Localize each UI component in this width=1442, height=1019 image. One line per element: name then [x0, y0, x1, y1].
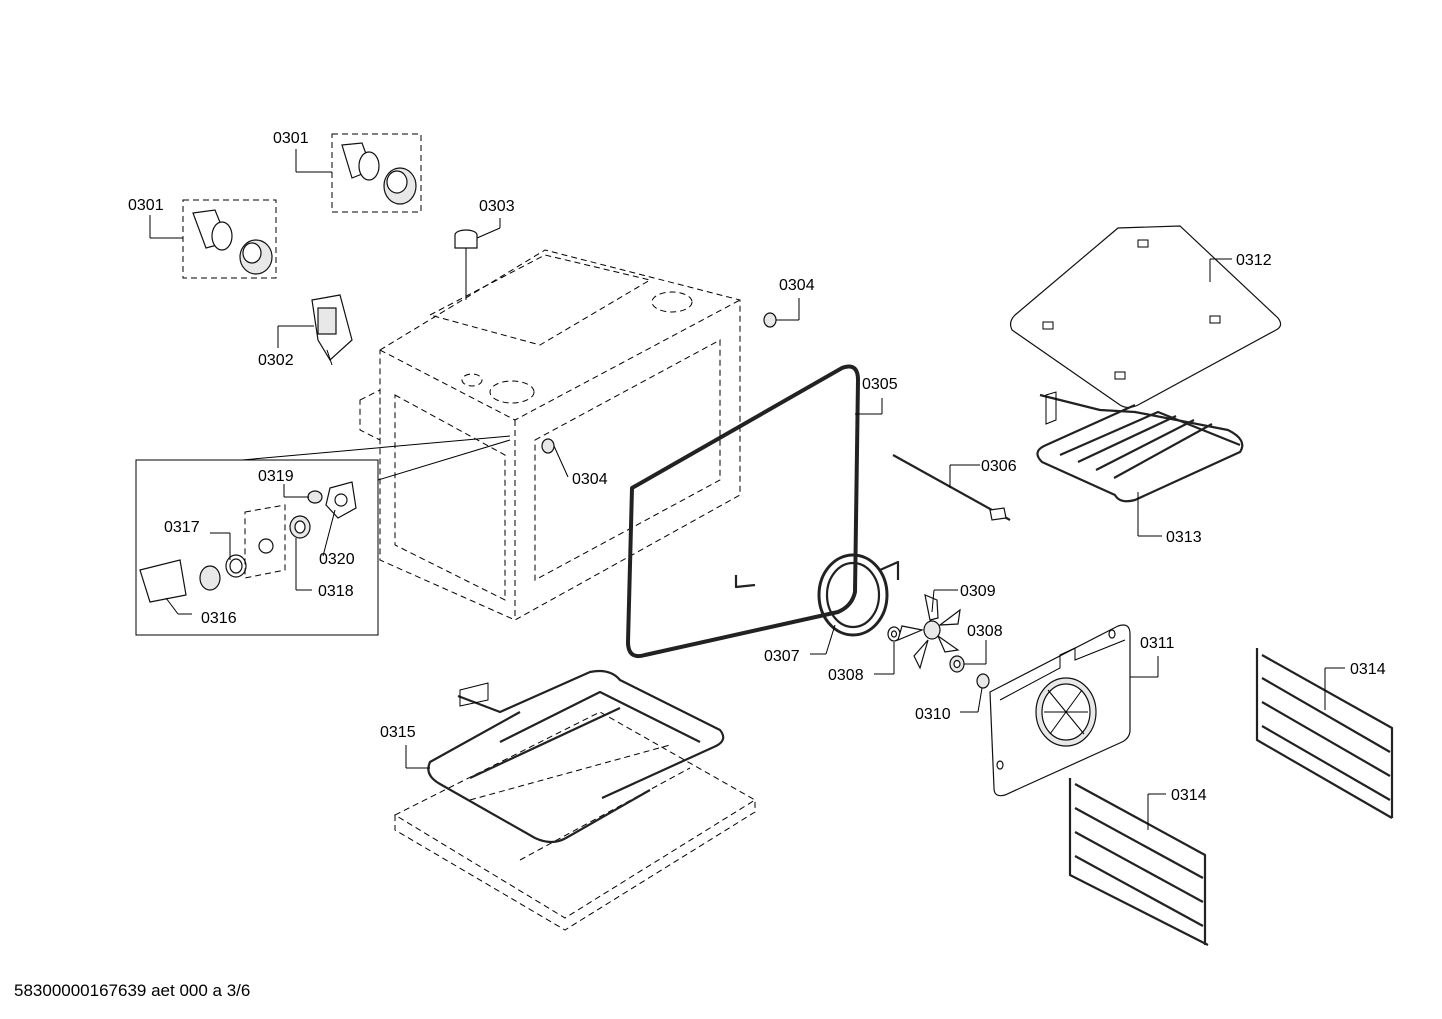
callout-0307: 0307 [764, 648, 800, 665]
bottom-heater-0315 [393, 669, 756, 931]
callout-0313: 0313 [1166, 529, 1202, 546]
callout-0309: 0309 [960, 583, 996, 600]
callout-0310: 0310 [915, 706, 951, 723]
lamp-assembly-left [182, 199, 277, 279]
vent-pipe [454, 229, 478, 249]
lamp-assembly-top [331, 133, 422, 213]
callout-0305: 0305 [862, 376, 898, 393]
callout-0314-bottom: 0314 [1171, 787, 1207, 804]
callout-0308-right: 0308 [967, 623, 1003, 640]
top-heater-0313 [1036, 391, 1244, 503]
side-rack-0314-left [1068, 778, 1209, 946]
fan-cover-0311 [989, 624, 1131, 797]
document-id: 58300000167639 aet 000 a 3/6 [14, 981, 251, 1000]
leader-0310-v [977, 687, 983, 713]
callout-0315: 0315 [380, 724, 416, 741]
callout-0316: 0316 [201, 610, 237, 627]
ring-heater-0307 [817, 553, 900, 637]
leader-0316-v [165, 597, 179, 615]
callout-0314-top: 0314 [1350, 661, 1386, 678]
leader-0304-mid [553, 445, 569, 478]
callout-0301-left: 0301 [128, 197, 164, 214]
fitting-0304-mid [541, 438, 555, 454]
callout-0319: 0319 [258, 468, 294, 485]
callout-0317: 0317 [164, 519, 200, 536]
callout-0318: 0318 [318, 583, 354, 600]
leader-0303-b [476, 227, 501, 239]
sensor-rod-0306 [892, 454, 1011, 521]
nut-0308-right [949, 655, 965, 673]
oven-cavity [359, 248, 741, 621]
fitting-0304-top [763, 312, 777, 328]
callout-0303: 0303 [479, 198, 515, 215]
bushing-0310 [976, 673, 990, 689]
callout-0301-top: 0301 [273, 130, 309, 147]
leader-0307-b [825, 624, 836, 655]
fan-blade-0309 [897, 594, 961, 670]
callout-0302: 0302 [258, 352, 294, 369]
detail-inset [135, 435, 511, 636]
callout-0304-mid: 0304 [572, 471, 608, 488]
callout-0311: 0311 [1140, 635, 1175, 652]
callout-0304-top: 0304 [779, 277, 815, 294]
callout-0312: 0312 [1236, 252, 1272, 269]
callout-0320: 0320 [319, 551, 355, 568]
leader-0309-v [931, 589, 935, 613]
door-seal-0305 [626, 364, 860, 659]
thermostat-part [311, 294, 353, 366]
callout-0306: 0306 [981, 458, 1017, 475]
callout-0308-left: 0308 [828, 667, 864, 684]
leader-0320 [322, 509, 336, 557]
side-rack-0314-right [1255, 648, 1394, 819]
